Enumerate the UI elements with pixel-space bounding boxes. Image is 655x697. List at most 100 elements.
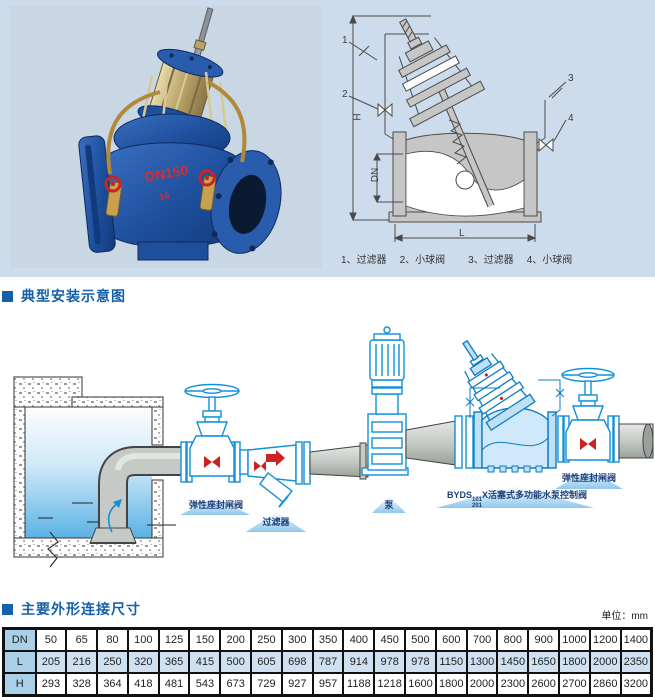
- table-cell: 2300: [496, 672, 530, 697]
- outlet-pipe: [618, 423, 654, 459]
- table-cell: 1200: [588, 627, 622, 652]
- table-cell: 957: [311, 672, 345, 697]
- table-cell: 100: [126, 627, 160, 652]
- drawing-dim-h: H: [352, 113, 364, 121]
- valve-section: [388, 18, 542, 223]
- section-title: 典型安装示意图: [21, 288, 126, 304]
- table-cell: 2350: [619, 650, 653, 674]
- table-cell: 1600: [404, 672, 437, 697]
- gate-valve-left: [180, 383, 241, 483]
- pump-discharge-cone: [405, 420, 457, 466]
- caption-label: 过滤器: [483, 255, 514, 266]
- table-cell: 350: [311, 627, 345, 652]
- water-tank: [13, 376, 164, 558]
- table-cell: 787: [311, 650, 345, 674]
- table-cell: 800: [496, 627, 530, 652]
- valve-foot: [137, 241, 209, 261]
- drawing-caption: 1、过滤器 2、小球阀 3、过滤器 4、小球阀: [341, 251, 647, 266]
- table-cell: 1188: [342, 672, 376, 697]
- label-control-valve-sup: 101: [471, 497, 482, 503]
- table-cell: 364: [96, 672, 129, 697]
- section-bullet-icon: [2, 290, 13, 302]
- caption-num: 3、: [468, 255, 484, 266]
- caption-label: 小球阀: [415, 255, 446, 266]
- drawing-callout-1: 1: [342, 35, 348, 46]
- label-control-valve-suffix: X活塞式多功能水泵控制阀: [482, 490, 588, 500]
- suction-pipe: [89, 446, 186, 544]
- strainer-flow-marks: [254, 450, 285, 471]
- table-cell: 729: [250, 672, 283, 697]
- section-header-installation: 典型安装示意图: [2, 286, 126, 306]
- drawing-callout-4: 4: [568, 113, 574, 124]
- table-cell: 673: [219, 672, 253, 697]
- caption-label: 小球阀: [542, 255, 573, 266]
- table-cell: 365: [157, 650, 191, 674]
- table-cell: 1000: [558, 627, 591, 652]
- caption-num: 2、: [399, 255, 416, 266]
- needle-valve-left: [104, 175, 123, 217]
- table-cell: 125: [157, 627, 191, 652]
- pump-illustration: [361, 326, 409, 476]
- table-cell: 2700: [558, 672, 591, 697]
- valve-photo: DN150 16: [10, 6, 322, 268]
- gate-valve-right-disc: [580, 438, 596, 450]
- table-cell: 293: [34, 672, 68, 697]
- table-cell: 400: [342, 627, 376, 652]
- control-valve: [462, 339, 565, 473]
- table-cell: 605: [250, 650, 283, 674]
- table-row-header: L: [2, 650, 37, 674]
- table-cell: 914: [342, 650, 376, 674]
- label-gate-valve-left: 弹性座封闸阀: [188, 500, 243, 510]
- table-cell: 600: [434, 627, 468, 652]
- control-valve-inlet-flanges: [454, 415, 474, 469]
- label-gate-valve-right: 弹性座封闸阀: [561, 473, 616, 483]
- table-cell: 1450: [496, 650, 530, 674]
- caption-label: 过滤器: [356, 255, 387, 266]
- table-cell: 2600: [527, 672, 561, 697]
- valve-photo-illustration: DN150 16: [10, 6, 322, 268]
- table-cell: 1800: [434, 672, 468, 697]
- table-cell: 927: [280, 672, 314, 697]
- table-cell: 2000: [588, 650, 622, 674]
- pilot-tubing: [465, 379, 565, 418]
- drawing-dim-dn: DN: [370, 167, 382, 183]
- table-cell: 250: [96, 650, 129, 674]
- table-cell: 500: [219, 650, 253, 674]
- table-cell: 65: [65, 627, 99, 652]
- table-cell: 250: [250, 627, 283, 652]
- table-cell: 216: [65, 650, 99, 674]
- table-cell: 50: [34, 627, 68, 652]
- section-header-dimensions: 主要外形连接尺寸: [2, 599, 141, 619]
- table-cell: 328: [65, 672, 99, 697]
- table-cell: 200: [219, 627, 253, 652]
- table-cell: 698: [280, 650, 314, 674]
- strainer-outlet-flanges: [295, 441, 311, 485]
- section-bullet-icon: [2, 603, 13, 615]
- installation-diagram-lineart: [13, 326, 654, 568]
- left-flange: [78, 135, 116, 253]
- table-cell: 1650: [527, 650, 561, 674]
- table-cell: 500: [404, 627, 437, 652]
- brass-tube-left: [106, 90, 161, 175]
- table-cell: 80: [96, 627, 129, 652]
- table-cell: 2000: [465, 672, 499, 697]
- table-cell: 418: [126, 672, 160, 697]
- table-cell: 300: [280, 627, 314, 652]
- table-cell: 205: [34, 650, 68, 674]
- caption-num: 1、: [341, 255, 357, 266]
- label-pump: 泵: [384, 500, 394, 510]
- table-cell: 3200: [619, 672, 653, 697]
- table-cell: 543: [188, 672, 222, 697]
- drawing-dim-l: L: [459, 228, 465, 239]
- table-cell: 900: [527, 627, 561, 652]
- table-cell: 1800: [558, 650, 591, 674]
- table-cell: 2860: [588, 672, 622, 697]
- table-row-header: H: [2, 672, 37, 697]
- gate-valve-left-disc: [204, 456, 220, 468]
